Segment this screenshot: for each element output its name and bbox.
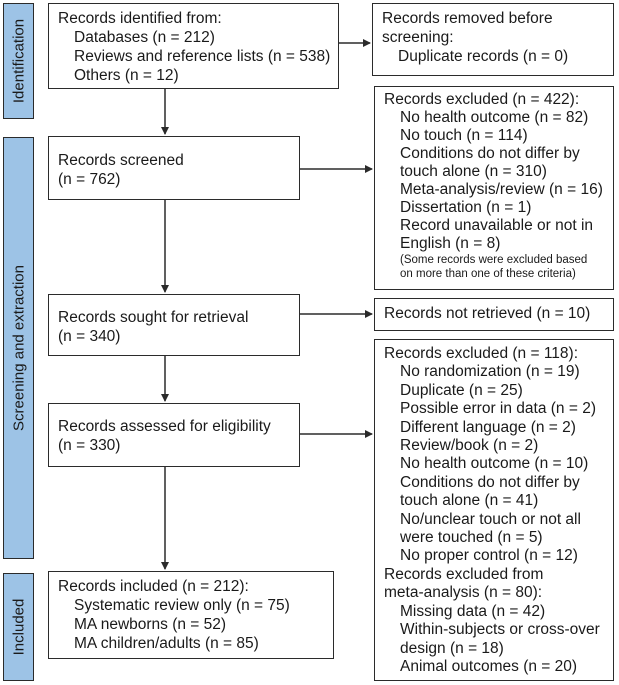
excluded2-item: Different language (n = 2) [400, 418, 576, 436]
not-retrieved-box: Records not retrieved (n = 10) [374, 298, 614, 331]
included-item: MA children/adults (n = 85) [74, 635, 259, 652]
excluded2-title: Records excluded (n = 118): [384, 345, 578, 362]
not-retrieved-text: Records not retrieved (n = 10) [384, 305, 591, 322]
excluded1-item: Dissertation (n = 1) [400, 199, 532, 216]
included-item: Systematic review only (n = 75) [74, 597, 290, 614]
excluded1-item: English (n = 8) [400, 235, 501, 252]
assessed-line2: (n = 330) [58, 437, 121, 454]
ma-excluded-item: Animal outcomes (n = 20) [400, 657, 578, 675]
excluded1-item: Conditions do not differ by [400, 145, 580, 162]
identified-item-others: Others (n = 12) [74, 67, 179, 84]
removed-item-duplicates: Duplicate records (n = 0) [398, 48, 569, 65]
excluded1-item: Record unavailable or not in [400, 217, 594, 234]
phase-included: Included [3, 573, 34, 681]
excluded1-note-line2: on more than one of these criteria) [400, 268, 576, 280]
excluded2-item: No proper control (n = 12) [400, 547, 578, 565]
removed-title-line1: Records removed before [382, 10, 553, 27]
excluded2-item: were touched (n = 5) [400, 529, 543, 547]
excluded2-item: touch alone (n = 41) [400, 492, 539, 510]
excluded1-item: touch alone (n = 310) [400, 163, 547, 180]
ma-excluded-title-line2: meta-analysis (n = 80): [384, 584, 543, 602]
phase-screening: Screening and extraction [3, 137, 34, 559]
included-box: Records included (n = 212): Systematic r… [48, 571, 334, 659]
excluded2-item: No/unclear touch or not all [400, 510, 581, 528]
included-item: MA newborns (n = 52) [74, 616, 227, 633]
excluded2-item: Conditions do not differ by [400, 473, 580, 491]
ma-excluded-item: Missing data (n = 42) [400, 602, 546, 620]
excluded1-item: No health outcome (n = 82) [400, 109, 589, 126]
removed-title-line2: screening: [382, 29, 454, 46]
identified-title: Records identified from: [58, 10, 222, 27]
assessed-line1: Records assessed for eligibility [58, 418, 271, 435]
included-title: Records included (n = 212): [58, 578, 249, 595]
removed-box: Records removed before screening: Duplic… [372, 3, 614, 76]
excluded2-item: Duplicate (n = 25) [400, 381, 523, 399]
excluded1-item: No touch (n = 114) [400, 127, 528, 144]
identified-item-reviews: Reviews and reference lists (n = 538) [74, 48, 331, 65]
excluded1-item: Meta-analysis/review (n = 16) [400, 181, 603, 198]
screened-line1: Records screened [58, 152, 184, 169]
sought-line1: Records sought for retrieval [58, 309, 249, 326]
screened-line2: (n = 762) [58, 171, 121, 188]
excluded2-box: Records excluded (n = 118): No randomiza… [374, 339, 614, 681]
phase-identification: Identification [3, 3, 34, 119]
ma-excluded-item: design (n = 18) [400, 639, 504, 657]
excluded2-item: Possible error in data (n = 2) [400, 400, 596, 418]
excluded1-title: Records excluded (n = 422): [384, 91, 580, 108]
excluded1-note-line1: (Some records were excluded based [400, 254, 588, 266]
excluded1-box: Records excluded (n = 422): No health ou… [374, 86, 614, 290]
screened-box: Records screened (n = 762) [48, 136, 300, 200]
sought-box: Records sought for retrieval (n = 340) [48, 294, 300, 356]
excluded2-item: No health outcome (n = 10) [400, 455, 589, 473]
ma-excluded-item: Within-subjects or cross-over [400, 621, 600, 639]
excluded2-item: Review/book (n = 2) [400, 437, 539, 455]
ma-excluded-title-line1: Records excluded from [384, 565, 544, 583]
sought-line2: (n = 340) [58, 328, 121, 345]
assessed-box: Records assessed for eligibility (n = 33… [48, 403, 300, 467]
identified-box: Records identified from: Databases (n = … [48, 3, 339, 89]
identified-item-databases: Databases (n = 212) [74, 29, 215, 46]
excluded2-item: No randomization (n = 19) [400, 363, 580, 381]
